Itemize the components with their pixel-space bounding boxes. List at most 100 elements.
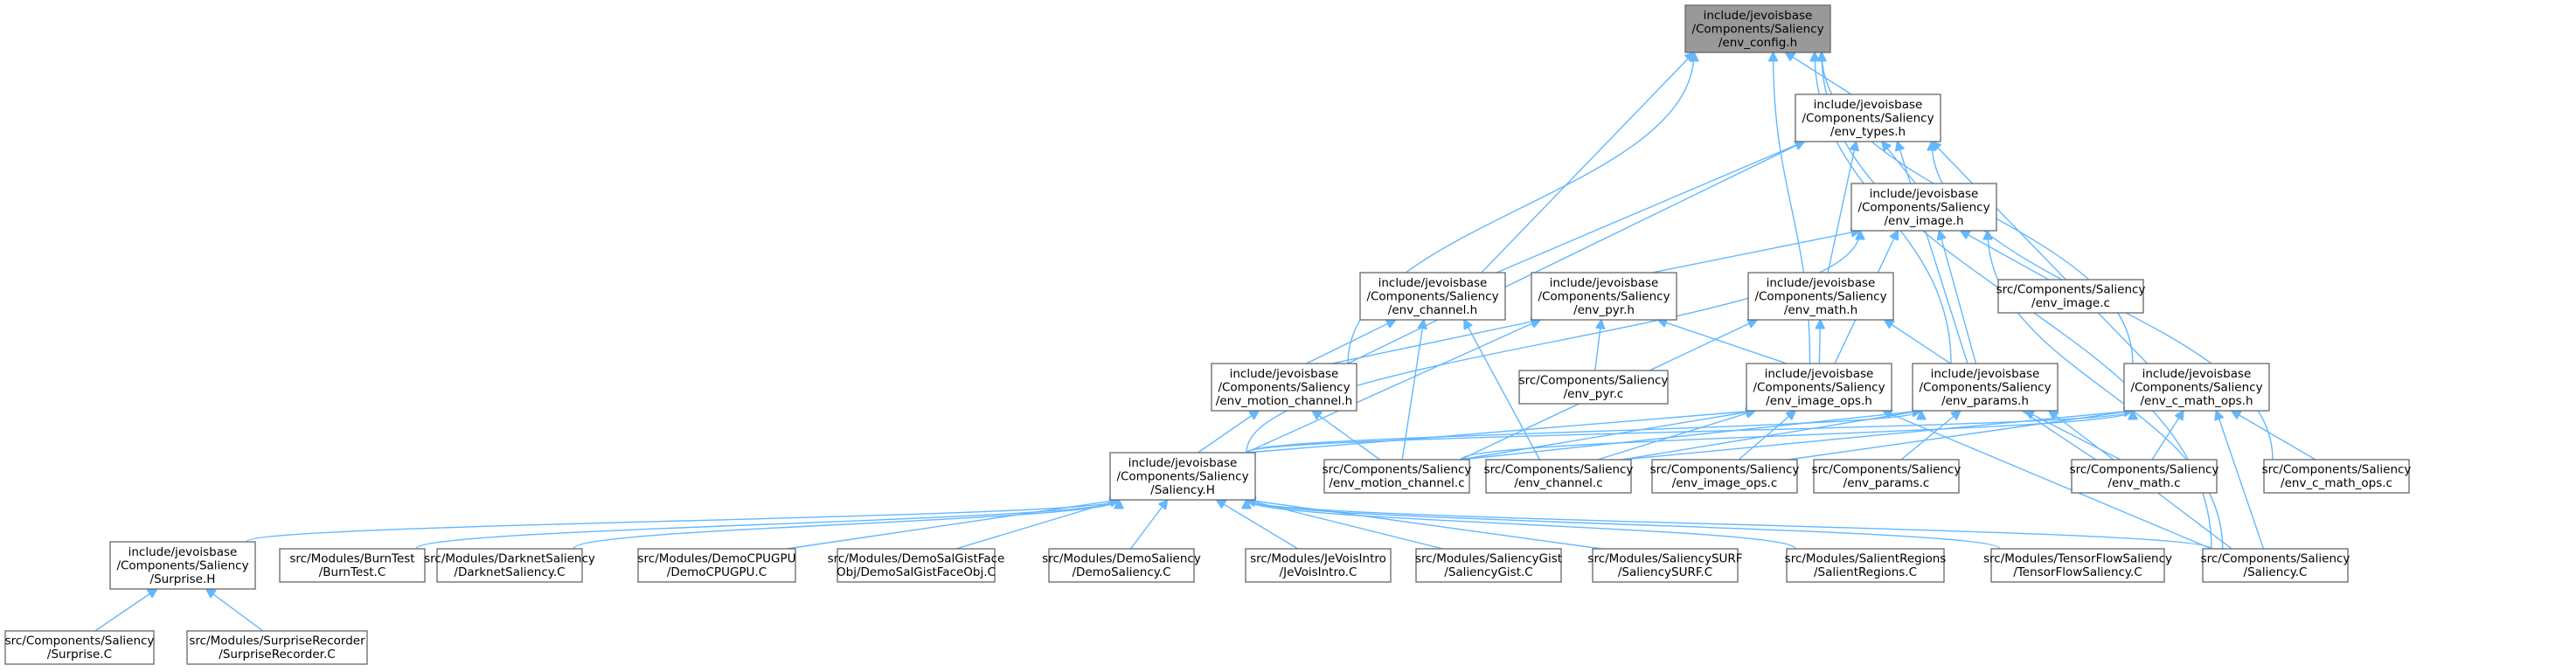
edge-demosalgist-to-saliency-h [955,500,1119,550]
node-jevoisintro[interactable]: src/Modules/JeVoisIntro/JeVoisIntro.C [1245,548,1392,583]
node-box [1651,459,1798,494]
node-env-channel-c[interactable]: src/Components/Saliency/env_channel.c [1484,459,1634,494]
node-env-config[interactable]: include/jevoisbase/Components/Saliency/e… [1684,4,1831,53]
node-democpugpu[interactable]: src/Modules/DemoCPUGPU/DemoCPUGPU.C [637,548,796,583]
node-env-motion-channel-c[interactable]: src/Components/Saliency/env_motion_chann… [1323,459,1472,494]
edge-env-channel-to-env-config [1481,52,1694,274]
node-box [1109,452,1256,501]
node-label-line: /Surprise.H [150,572,216,586]
node-env-motion-channel[interactable]: include/jevoisbase/Components/Saliency/e… [1211,363,1357,412]
node-label-line: /Surprise.C [47,648,112,662]
edge-env-params-to-env-image [1940,231,1977,364]
edge-surprise-c-to-surprise-h [94,589,157,632]
node-label-line: /env_math.h [1784,303,1857,317]
node-env-image-ops-c[interactable]: src/Components/Saliency/env_image_ops.c [1650,459,1800,494]
node-box [637,548,796,583]
node-burntest[interactable]: src/Modules/BurnTest/BurnTest.C [279,548,426,583]
edge-saliencygist-to-saliency-h [1246,500,1443,550]
node-saliency-c[interactable]: src/Components/Saliency/Saliency.C [2201,548,2350,583]
edge-env-motion-channel-c-to-env-params [1460,411,1921,461]
node-env-image-ops[interactable]: include/jevoisbase/Components/Saliency/e… [1746,363,1892,412]
edge-saliency-c-to-saliency-h [1246,500,2212,550]
node-label-line: include/jevoisbase [1550,276,1659,290]
node-label-line: /env_image.h [1884,214,1963,228]
node-label-line: /env_motion_channel.h [1216,394,1352,408]
node-tensorflow[interactable]: src/Modules/TensorFlowSaliency/TensorFlo… [1983,548,2172,583]
edge-env-image-ops-c-to-env-image-ops [1738,411,1795,461]
node-label-line: include/jevoisbase [1378,276,1488,290]
node-label-line: src/Components/Saliency [1996,283,2146,297]
node-label-line: /Components/Saliency [1366,289,1498,303]
node-env-math[interactable]: include/jevoisbase/Components/Saliency/e… [1747,272,1894,321]
node-label-line: include/jevoisbase [1767,276,1876,290]
node-env-image-c[interactable]: src/Components/Saliency/env_image.c [1996,279,2146,314]
node-box [4,630,155,665]
node-label-line: /JeVoisIntro.C [1280,565,1357,579]
node-label-line: include/jevoisbase [1704,9,1813,23]
edge-surpriserecorder-to-surprise-h [206,589,264,632]
node-box [1323,459,1470,494]
node-label-line: /env_pyr.h [1573,303,1635,317]
node-surprise-c[interactable]: src/Components/Saliency/Surprise.C [4,630,155,665]
node-label-line: /Components/Saliency [1218,380,1350,394]
node-label-line: /DarknetSaliency.C [454,565,565,579]
node-label-line: Obj/DemoSalGistFaceObj.C [837,565,996,579]
node-label-line: src/Modules/DemoCPUGPU [638,552,796,566]
node-label-line: src/Modules/SurpriseRecorder [189,634,365,648]
node-label-line: src/Components/Saliency [2262,463,2412,477]
edge-salientregions-to-saliency-h [1246,500,1796,550]
node-env-math-c[interactable]: src/Components/Saliency/env_math.c [2070,459,2219,494]
edge-env-pyr-to-env-image [1651,231,1860,274]
node-saliencygist[interactable]: src/Modules/SaliencyGist/SaliencyGist.C [1415,548,1562,583]
edge-env-image-ops-to-env-pyr [1658,320,1788,364]
node-saliency-h[interactable]: include/jevoisbase/Components/Saliency/S… [1109,452,1256,501]
node-surpriserecorder[interactable]: src/Modules/SurpriseRecorder/SurpriseRec… [186,630,368,665]
node-label-line: /env_math.c [2107,476,2180,490]
node-demosalgist[interactable]: src/Modules/DemoSalGistFaceObj/DemoSalGi… [828,548,1005,583]
node-env-params[interactable]: include/jevoisbase/Components/Saliency/e… [1912,363,2059,412]
node-label-line: /env_c_math_ops.c [2281,476,2392,490]
node-label-line: /Components/Saliency [1754,289,1886,303]
node-env-c-math-ops-c[interactable]: src/Components/Saliency/env_c_math_ops.c [2262,459,2412,494]
node-env-image[interactable]: include/jevoisbase/Components/Saliency/e… [1850,183,1997,232]
node-label-line: /Components/Saliency [2130,380,2262,394]
node-label-line: /env_channel.c [1514,476,1602,490]
edge-env-channel-to-env-types [1496,142,1804,274]
node-darknet[interactable]: src/Modules/DarknetSaliency/DarknetSalie… [424,548,595,583]
node-label-line: /SalientRegions.C [1814,565,1917,579]
node-box [1850,183,1997,232]
node-label-line: /DemoCPUGPU.C [667,565,767,579]
edge-democpugpu-to-saliency-h [786,500,1119,550]
node-box [1048,548,1195,583]
node-box [279,548,426,583]
node-label-line: /Components/Saliency [1691,22,1823,36]
node-env-types[interactable]: include/jevoisbase/Components/Saliency/e… [1795,94,1941,142]
edge-saliency-h-to-env-params [1246,411,1921,454]
edge-saliency-c-to-env-image-ops [1883,411,2212,550]
node-box [1746,363,1892,412]
edge-saliency-h-to-env-image [1246,231,1860,454]
node-env-pyr[interactable]: include/jevoisbase/Components/Saliency/e… [1531,272,1677,321]
node-label-line: src/Components/Saliency [2070,463,2219,477]
edge-env-image-ops-c-to-env-c-math-ops [1788,411,2133,461]
node-label-line: /env_config.h [1718,36,1797,50]
node-label-line: /Components/Saliency [1857,200,1989,214]
node-box [2263,459,2410,494]
node-env-pyr-c[interactable]: src/Components/Saliency/env_pyr.c [1518,370,1669,405]
node-label-line: /DemoSaliency.C [1072,565,1170,579]
node-env-c-math-ops[interactable]: include/jevoisbase/Components/Saliency/e… [2123,363,2270,412]
node-label-line: src/Modules/SalientRegions [1785,552,1947,566]
node-surprise-h[interactable]: include/jevoisbase/Components/Saliency/S… [109,541,256,590]
node-box [1997,279,2144,314]
nodes-layer: include/jevoisbase/Components/Saliency/e… [4,4,2412,665]
node-box [1795,94,1941,142]
node-demosaliency[interactable]: src/Modules/DemoSaliency/DemoSaliency.C [1042,548,1201,583]
node-saliencysurf[interactable]: src/Modules/SaliencySURF/SaliencySURF.C [1587,548,1743,583]
edge-env-image-c-to-env-image [1961,231,2050,281]
node-salientregions[interactable]: src/Modules/SalientRegions/SalientRegion… [1785,548,1947,583]
edge-env-motion-channel-c-to-env-c-math-ops [1460,411,2133,461]
node-label-line: src/Components/Saliency [1484,463,1634,477]
node-env-params-c[interactable]: src/Components/Saliency/env_params.c [1812,459,1962,494]
node-env-channel[interactable]: include/jevoisbase/Components/Saliency/e… [1359,272,1506,321]
